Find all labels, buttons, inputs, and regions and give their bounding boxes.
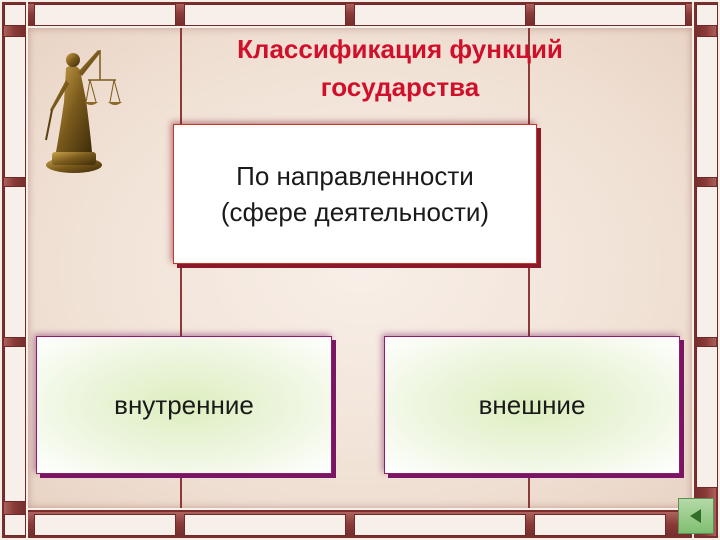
main-box-label-line-2: (сфере деятельности) (220, 197, 490, 227)
frame-cell (354, 4, 526, 26)
connector-line-left (180, 28, 182, 508)
frame-cell (4, 186, 26, 338)
frame-cell (4, 36, 26, 178)
frame-cell (354, 514, 526, 536)
frame-corner (696, 4, 718, 26)
internal-functions-label: внутренние (114, 389, 254, 420)
frame-cell (184, 4, 346, 26)
title-line-2: государства (320, 72, 480, 102)
title-line-1: Классификация функций (237, 34, 563, 64)
frame-cell (696, 36, 718, 178)
frame-cell (696, 186, 718, 338)
frame-cell (696, 346, 718, 488)
connector-line-right (528, 28, 530, 508)
main-box-label-line-1: По направленности (236, 161, 474, 191)
frame-cell (534, 4, 686, 26)
back-navigation-button[interactable] (678, 498, 714, 534)
frame-cell (4, 346, 26, 502)
frame-cell (184, 514, 346, 536)
frame-corner (4, 4, 26, 26)
frame-cell (534, 514, 666, 536)
frame-corner (4, 514, 26, 536)
frame-cell (34, 514, 176, 536)
frame-cell (34, 4, 176, 26)
external-functions-label: внешние (478, 389, 586, 420)
external-functions-box: внешние (384, 336, 680, 474)
classification-main-box: По направленности (сфере деятельности) (173, 124, 537, 264)
slide-title: Классификация функций государства (170, 30, 630, 106)
play-back-icon (690, 509, 701, 523)
themis-statue-icon (45, 50, 122, 173)
internal-functions-box: внутренние (36, 336, 332, 474)
